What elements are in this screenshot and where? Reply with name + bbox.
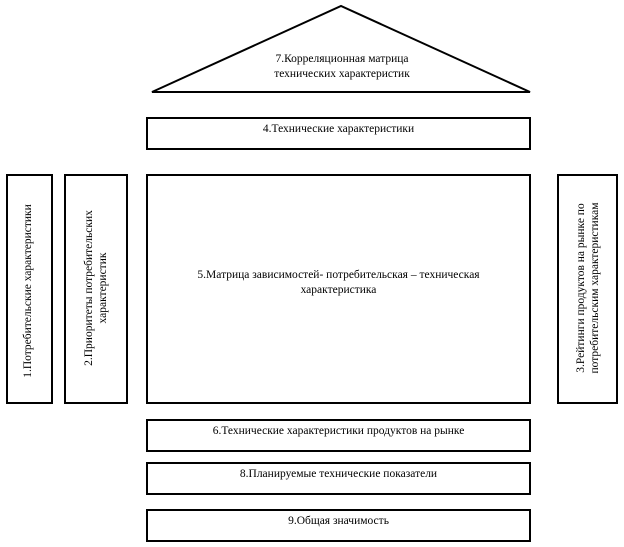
market-tech-label: 6.Технические характеристики продуктов н… — [212, 425, 465, 437]
matrix-label-line2: характеристика — [300, 284, 377, 296]
roof-label-line1: 7.Корреляционная матрица — [275, 53, 409, 65]
relationship-matrix-box: 5.Матрица зависимостей- потребительская … — [146, 174, 531, 404]
customer-chars-label: 1.Потребительские характеристики — [22, 204, 34, 378]
tech-chars-box: 4.Технические характеристики — [146, 117, 531, 150]
customer-priorities-line1: 2.Приоритеты потребительских — [83, 210, 95, 366]
correlation-roof — [151, 4, 531, 93]
planned-label: 8.Планируемые технические показатели — [239, 468, 438, 480]
importance-label: 9.Общая значимость — [288, 515, 389, 527]
roof-triangle — [151, 4, 531, 93]
market-ratings-box: 3.Рейтинги продуктов на рынке по потреби… — [557, 174, 618, 404]
roof-label-line2: технических характеристик — [274, 68, 410, 80]
matrix-label: 5.Матрица зависимостей- потребительская … — [158, 268, 519, 298]
customer-priorities-label: 2.Приоритеты потребительских характерист… — [82, 178, 110, 398]
roof-label: 7.Корреляционная матрица технических хар… — [232, 52, 452, 82]
market-ratings-line2: потребительским характеристикам — [589, 202, 601, 374]
importance-box: 9.Общая значимость — [146, 509, 531, 542]
customer-chars-box: 1.Потребительские характеристики — [6, 174, 53, 404]
customer-priorities-line2: характеристик — [97, 252, 109, 324]
matrix-label-line1: 5.Матрица зависимостей- потребительская … — [197, 269, 480, 281]
market-ratings-line1: 3.Рейтинги продуктов на рынке по — [575, 203, 587, 373]
tech-chars-label: 4.Технические характеристики — [262, 123, 415, 135]
planned-box: 8.Планируемые технические показатели — [146, 462, 531, 495]
market-ratings-label: 3.Рейтинги продуктов на рынке по потреби… — [574, 178, 602, 398]
customer-priorities-box: 2.Приоритеты потребительских характерист… — [64, 174, 128, 404]
market-tech-box: 6.Технические характеристики продуктов н… — [146, 419, 531, 452]
